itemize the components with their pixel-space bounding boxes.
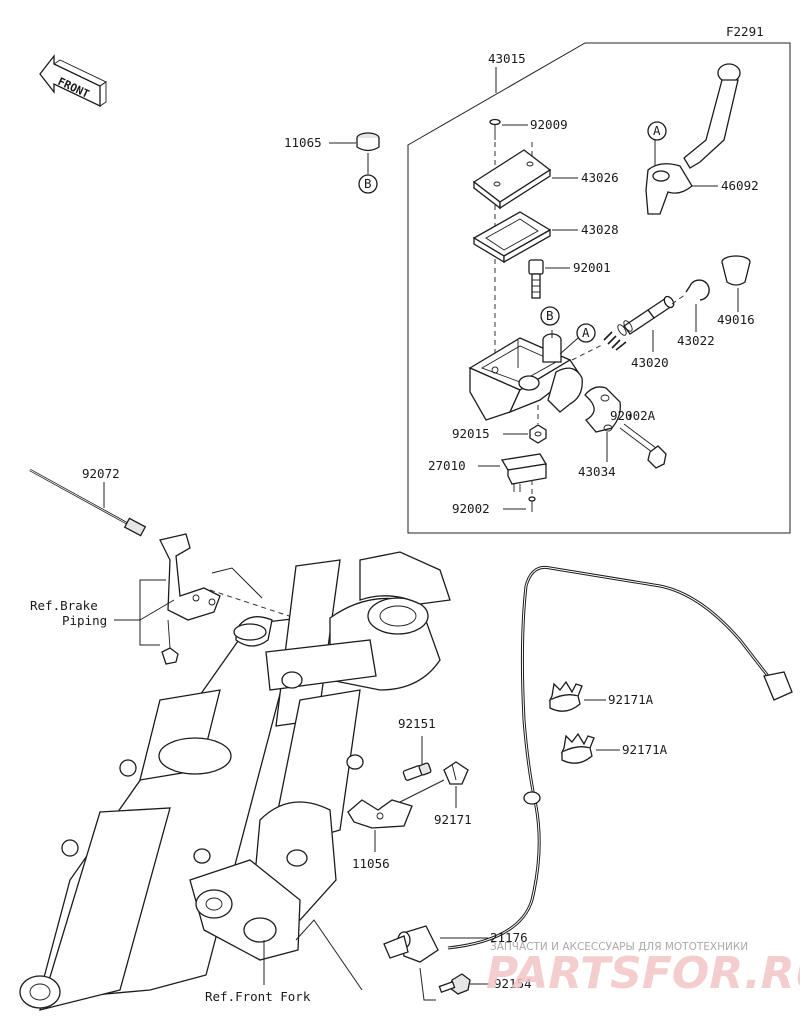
label-92171: 92171 [434, 812, 472, 827]
circlip-43022 [685, 279, 710, 301]
marker-a-2: A [576, 323, 596, 343]
label-11065: 11065 [284, 135, 322, 150]
marker-b-2: B [540, 306, 560, 326]
lever-46092 [645, 63, 741, 215]
marker-a-1: A [647, 121, 667, 141]
label-92151: 92151 [398, 716, 436, 731]
label-92001: 92001 [573, 260, 611, 275]
cover-43026 [472, 149, 552, 210]
label-92002: 92002 [452, 501, 490, 516]
label-43034: 43034 [578, 464, 616, 479]
label-92002a: 92002A [610, 408, 656, 423]
ref-brake-piping-1: Ref.Brake [30, 598, 98, 613]
front-fork-assembly [19, 551, 451, 1011]
master-cylinder-body [468, 333, 583, 421]
bolt-92002a [619, 423, 667, 469]
screw-92002 [528, 480, 536, 512]
screw-92009 [489, 118, 501, 140]
front-arrow-icon: FRONT [39, 54, 107, 108]
kit-outline [407, 42, 791, 534]
label-43020: 43020 [631, 355, 669, 370]
label-92154: 92154 [494, 976, 532, 991]
clip-92171 [443, 761, 469, 785]
label-92171a-1: 92171A [608, 692, 654, 707]
watermark-tagline: ЗАПЧАСТИ И АКСЕССУАРЫ ДЛЯ МОТОТЕХНИКИ [490, 941, 748, 953]
label-46092: 46092 [721, 178, 759, 193]
piston-43020 [603, 295, 675, 351]
label-92171a-2: 92171A [622, 742, 668, 757]
label-92015: 92015 [452, 426, 490, 441]
diagram-code: F2291 [726, 24, 764, 39]
clip-92171a-1 [548, 680, 583, 712]
clamp-43034 [584, 386, 621, 433]
bracket-11056 [347, 799, 413, 829]
label-21176: 21176 [490, 930, 528, 945]
label-43028: 43028 [581, 222, 619, 237]
watermark-brand: PARTSFOR.RU [486, 948, 800, 999]
diaphragm-43028 [472, 211, 552, 264]
switch-27010 [500, 453, 548, 492]
svg-text:A: A [653, 123, 661, 138]
marker-b-1: B [358, 174, 378, 194]
bracket-brake-piping [159, 533, 221, 665]
bolt-92154 [438, 973, 471, 995]
svg-text:B: B [364, 176, 372, 191]
label-49016: 49016 [717, 312, 755, 327]
svg-text:A: A [582, 325, 590, 340]
bolt-92001 [528, 259, 544, 299]
label-27010: 27010 [428, 458, 466, 473]
label-43026: 43026 [581, 170, 619, 185]
ref-brake-piping-2: Piping [62, 613, 107, 628]
label-11056: 11056 [352, 856, 390, 871]
label-43015: 43015 [488, 51, 526, 66]
boot-49016 [721, 255, 751, 286]
sensor-21176 [383, 565, 793, 963]
nut-92015 [529, 424, 547, 444]
ref-front-fork: Ref.Front Fork [205, 989, 311, 1004]
cap-11065 [356, 132, 380, 152]
clip-92171a-2 [560, 732, 595, 764]
label-92072: 92072 [82, 466, 120, 481]
label-92009: 92009 [530, 117, 568, 132]
pipe-92072 [29, 468, 147, 537]
svg-text:B: B [546, 308, 554, 323]
bolt-92151 [402, 762, 432, 781]
label-43022: 43022 [677, 333, 715, 348]
